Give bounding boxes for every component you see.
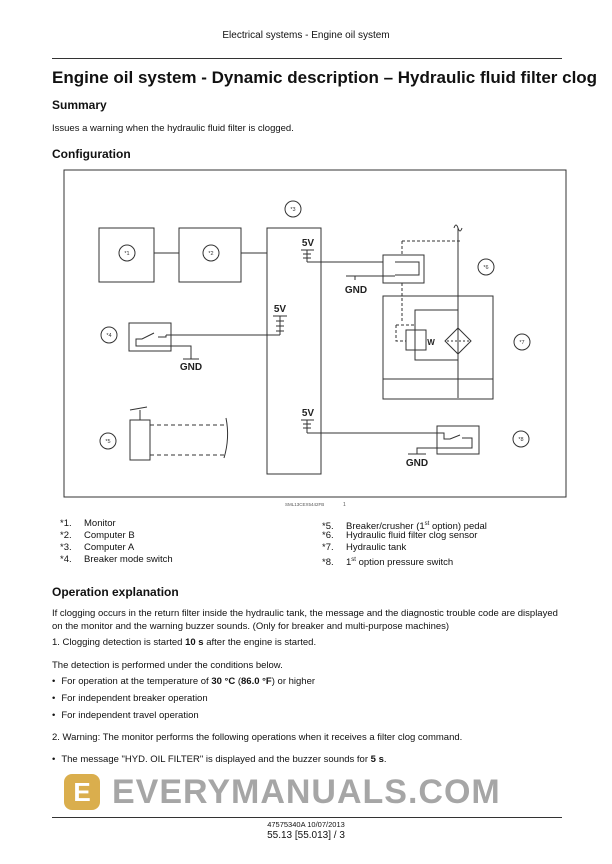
footer-doc: 47575340A 10/07/2013	[267, 820, 345, 829]
warning-message: The message "HYD. OIL FILTER" is display…	[52, 753, 386, 766]
callout-8: *8	[518, 437, 523, 443]
operation-intro: If clogging occurs in the return filter …	[52, 608, 558, 632]
computer-b-box	[178, 227, 242, 283]
operation-heading: Operation explanation	[52, 585, 179, 599]
legend-item: *6.Hydraulic fluid filter clog sensor	[322, 530, 478, 541]
legend-item: *1.Monitor	[60, 518, 116, 529]
footer-rule	[52, 817, 562, 818]
wiring-diagram: *1 *2 *3 *4 *5 *6 *7 *8 5V 5V 5V GND GND…	[63, 169, 567, 508]
gnd-label-3: GND	[406, 458, 428, 469]
voltage-label-2: 5V	[274, 304, 287, 315]
callout-5: *5	[105, 439, 110, 445]
breaker-mode-switch	[128, 322, 172, 352]
legend-left: *1.Monitor *2.Computer B *3.Computer A *…	[60, 518, 173, 566]
option-pressure-switch	[436, 425, 480, 455]
conditions-text: The detection is performed under the con…	[52, 660, 283, 671]
watermark: EVERYMANUALS.COM	[112, 773, 501, 811]
figure-number: 1	[343, 502, 346, 508]
watermark-logo-icon: E	[64, 774, 100, 810]
figure-code: SML13CEX5442FB	[285, 502, 324, 507]
callout-7: *7	[519, 340, 524, 346]
callout-2: *2	[208, 251, 213, 257]
5v-marker-3	[301, 419, 314, 433]
monitor-box	[98, 227, 155, 283]
w-label: W	[427, 338, 435, 347]
5v-marker-2	[273, 315, 287, 335]
page-title: Engine oil system - Dynamic description …	[52, 68, 598, 87]
legend-item: *8.1st option pressure switch	[322, 557, 454, 569]
callout-6: *6	[483, 265, 488, 271]
legend-item: *2.Computer B	[60, 530, 135, 541]
callout-4: *4	[106, 333, 111, 339]
legend-item: *7.Hydraulic tank	[322, 542, 407, 553]
gnd-label-2: GND	[180, 362, 202, 373]
voltage-label-1: 5V	[302, 238, 315, 249]
legend-item: *4.Breaker mode switch	[60, 554, 173, 565]
summary-text: Issues a warning when the hydraulic flui…	[52, 123, 294, 134]
breaker-pedal	[129, 419, 151, 461]
page-header: Electrical systems - Engine oil system	[222, 30, 390, 41]
step-2: 2. Warning: The monitor performs the fol…	[52, 732, 463, 743]
gnd-label-1: GND	[345, 285, 367, 296]
callout-3: *3	[290, 207, 295, 213]
condition-travel: For independent travel operation	[52, 709, 198, 722]
summary-heading: Summary	[52, 98, 107, 112]
header-rule	[52, 58, 562, 59]
condition-breaker: For independent breaker operation	[52, 692, 207, 705]
5v-marker-1	[301, 249, 314, 262]
legend-item: *5.Breaker/crusher (1st option) pedal	[322, 521, 487, 533]
footer-page: 55.13 [55.013] / 3	[267, 830, 345, 841]
clog-sensor-box	[382, 254, 425, 284]
computer-a-box	[266, 227, 322, 475]
step-1: 1. Clogging detection is started 10 s af…	[52, 637, 317, 648]
configuration-heading: Configuration	[52, 147, 131, 161]
legend-item: *3.Computer A	[60, 542, 135, 553]
voltage-label-3: 5V	[302, 408, 315, 419]
callout-1: *1	[124, 251, 129, 257]
condition-temperature: For operation at the temperature of 30 °…	[52, 675, 315, 688]
legend-right: *5.Breaker/crusher (1st option) pedal *6…	[322, 518, 487, 569]
hydraulic-tank	[382, 295, 494, 400]
